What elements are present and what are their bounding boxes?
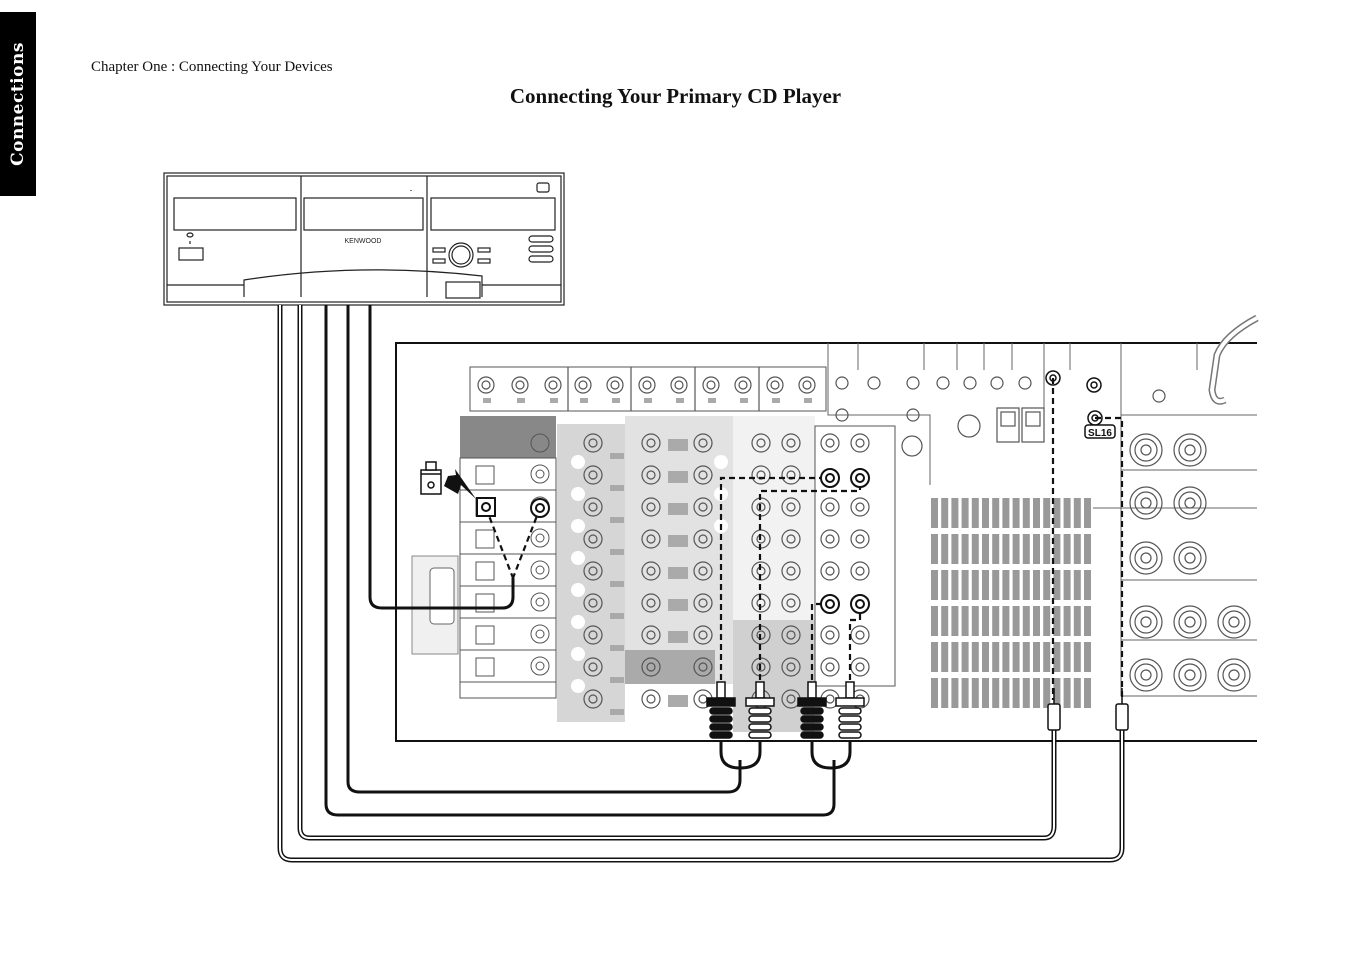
cd-player-brand: KENWOOD <box>345 238 382 245</box>
page-title: Connecting Your Primary CD Player <box>509 84 842 108</box>
cables <box>277 305 1125 863</box>
chapter-heading: Chapter One : Connecting Your Devices <box>91 59 333 75</box>
optical-port-icon <box>420 461 442 495</box>
arrow-icon <box>444 469 476 499</box>
section-tab: Connections <box>0 12 36 196</box>
connected-jacks <box>476 468 870 614</box>
cd-player <box>163 172 565 306</box>
receiver-rear-panel <box>395 314 1259 742</box>
sl16-label: SL16 <box>1088 428 1112 439</box>
remote-plugs <box>1047 688 1129 731</box>
rca-plugs <box>706 681 865 770</box>
